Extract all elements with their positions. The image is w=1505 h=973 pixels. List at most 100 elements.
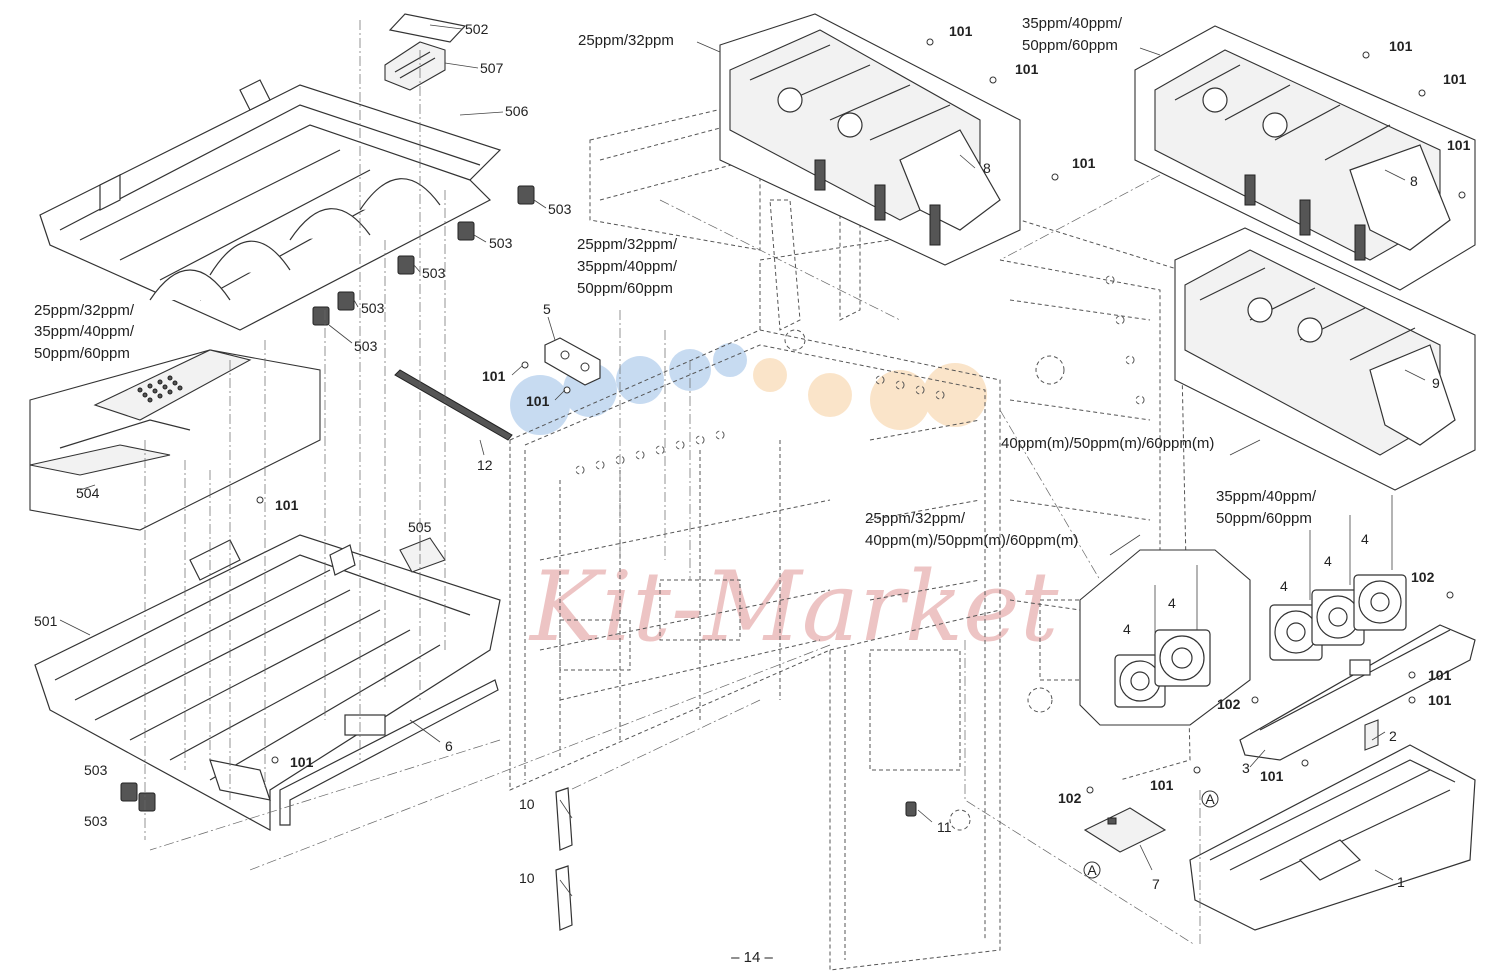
part-2 [1364,719,1379,751]
callout-2: 2 [1389,728,1397,744]
ref-a-marker: A [1087,862,1097,878]
callout-11: 11 [937,819,952,835]
fan-unit [1114,654,1166,708]
watermark: Kit-Market [510,343,1059,663]
callout-4: 4 [1168,595,1176,611]
ref-a-marker: A [1205,791,1215,807]
label-fan3-1: 35ppm/40ppm/ [1216,488,1317,505]
part-504-box [29,349,321,531]
callout-4: 4 [1361,531,1369,547]
label-504-2: 35ppm/40ppm/ [34,323,135,340]
part-11 [905,801,917,817]
part-506-upper-guide [39,79,502,331]
callout-503: 503 [489,235,513,251]
callout-6: 6 [445,738,453,754]
callout-501: 501 [34,613,58,629]
label-box-a: 25ppm/32ppm [578,32,674,49]
label-box-b-2: 50ppm/60ppm [1022,37,1118,54]
callout-101: 101 [482,368,506,384]
callout-503: 503 [354,338,378,354]
screw-icons [256,38,1466,794]
fan-unit [1353,574,1407,631]
label-fan2-1: 25ppm/32ppm/ [865,510,966,527]
callout-101: 101 [1443,71,1467,87]
callout-101: 101 [1072,155,1096,171]
part-502-sheet [388,13,467,43]
frame-holes [575,275,1145,831]
callout-503: 503 [84,813,108,829]
part-3-duct-guide [1239,624,1476,761]
callout-3: 3 [1242,760,1250,776]
callout-101: 101 [526,393,550,409]
part-6-plate [279,679,499,826]
callout-4: 4 [1123,621,1131,637]
callout-101: 101 [1260,768,1284,784]
callout-101: 101 [275,497,299,513]
callout-10: 10 [519,870,535,886]
label-rail-2: 35ppm/40ppm/ [577,258,678,275]
callout-1: 1 [1397,874,1405,890]
page-number: – 14 – [731,949,773,966]
callout-12: 12 [477,457,493,473]
callout-101: 101 [1150,777,1174,793]
fan-box-two-fans [1079,549,1251,726]
callout-8: 8 [1410,173,1418,189]
part-505-sheet [399,537,446,573]
box-a-drive-unit [719,13,1021,266]
label-box-c: 40ppm(m)/50ppm(m)/60ppm(m) [1001,435,1214,452]
label-rail-3: 50ppm/60ppm [577,280,673,297]
callout-101: 101 [1447,137,1471,153]
box-c-drive-unit [1174,227,1476,491]
callout-101: 101 [1015,61,1039,77]
watermark-text: Kit-Market [528,551,1059,663]
callout-504: 504 [76,485,100,501]
callout-101: 101 [949,23,973,39]
label-504-1: 25ppm/32ppm/ [34,302,135,319]
part-7-pcb [1083,807,1167,853]
callout-503: 503 [422,265,446,281]
callout-102: 102 [1217,696,1241,712]
leader-lines [59,24,1426,897]
fan-unit [1269,604,1323,661]
callout-101: 101 [1389,38,1413,54]
label-box-b-1: 35ppm/40ppm/ [1022,15,1123,32]
callout-4: 4 [1324,553,1332,569]
part-10-spacers [555,787,573,931]
part-501-lower-guide [34,534,501,832]
fan-unit [1154,629,1211,687]
callout-101: 101 [1428,667,1452,683]
label-rail-1: 25ppm/32ppm/ [577,236,678,253]
three-fans [1269,495,1407,661]
callout-101: 101 [1428,692,1452,708]
part-number-labels: 502 507 506 503 503 503 503 503 503 503 … [34,21,1471,892]
callout-505: 505 [408,519,432,535]
callout-9: 9 [1432,375,1440,391]
callout-506: 506 [505,103,529,119]
label-fan3-2: 50ppm/60ppm [1216,510,1312,527]
callout-102: 102 [1058,790,1082,806]
callout-10: 10 [519,796,535,812]
callout-503: 503 [84,762,108,778]
part-1-duct [1189,744,1476,931]
callout-4: 4 [1280,578,1288,594]
callout-502: 502 [465,21,489,37]
reference-markers: A A [1083,790,1219,879]
callout-5: 5 [543,301,551,317]
box-b-drive-unit [1134,25,1476,291]
callout-7: 7 [1152,876,1160,892]
callout-102: 102 [1411,569,1435,585]
callout-507: 507 [480,60,504,76]
callout-101: 101 [290,754,314,770]
main-frame [509,99,1191,971]
part-507-cover [384,41,446,91]
label-504-3: 50ppm/60ppm [34,345,130,362]
fan-unit [1311,589,1365,646]
label-fan2-2: 40ppm(m)/50ppm(m)/60ppm(m) [865,532,1078,549]
part-5-bracket [544,337,601,386]
alignment-lines [144,20,1201,946]
group-labels: 25ppm/32ppm 35ppm/40ppm/ 50ppm/60ppm 40p… [34,15,1317,549]
callout-503: 503 [548,201,572,217]
callout-8: 8 [983,160,991,176]
vent-holes [137,375,183,403]
